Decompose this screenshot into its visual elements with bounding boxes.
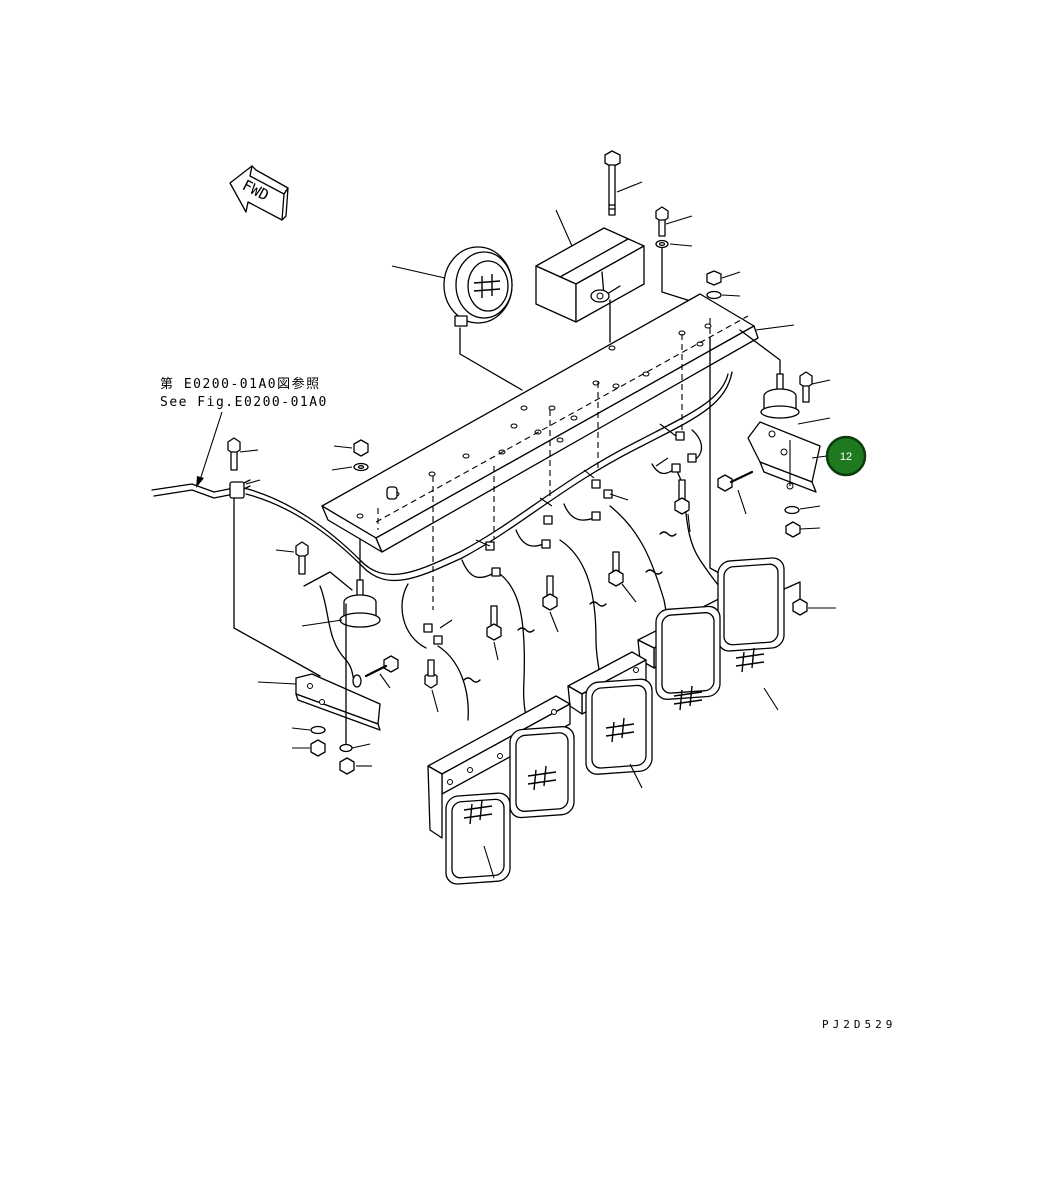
round-work-lamp [391,246,523,391]
wire-harness [151,371,743,741]
angle-bracket-left [257,673,381,731]
bolt-icon [799,371,831,403]
callout-label: 12 [840,451,852,463]
hex-bolt-icon [352,655,399,689]
drawing-code: PJ2D529 [822,1018,896,1031]
mounting-plate [321,293,795,610]
nut-icon [792,598,836,616]
nut-icon [331,439,369,472]
lamp-group-left [427,695,575,885]
nut-icon [706,270,741,300]
relay-box [535,209,645,343]
washer-icon [291,603,372,775]
reference-note: 第 E0200-01A0図参照 See Fig.E0200-01A0 [160,376,328,488]
washer-icon [784,505,821,538]
fwd-arrow-icon: FWD [229,165,289,221]
callout-12[interactable]: 12 [811,435,867,477]
bolt-icon [275,541,353,591]
hex-bolt-icon [717,470,754,515]
mount-bolts [424,479,691,713]
bolt-icon [227,437,321,677]
washer-icon [655,239,701,305]
bolt-icon [655,206,693,237]
long-bolt-icon [604,150,643,216]
lamp-group-right [637,557,785,711]
reference-text-jp: 第 E0200-01A0図参照 [160,376,321,392]
lamp-group-middle [567,651,653,789]
rubber-mount-left [301,539,381,628]
angle-bracket-right [747,421,821,493]
reference-text-en: See Fig.E0200-01A0 [160,395,328,410]
rubber-mount-right [739,329,831,425]
